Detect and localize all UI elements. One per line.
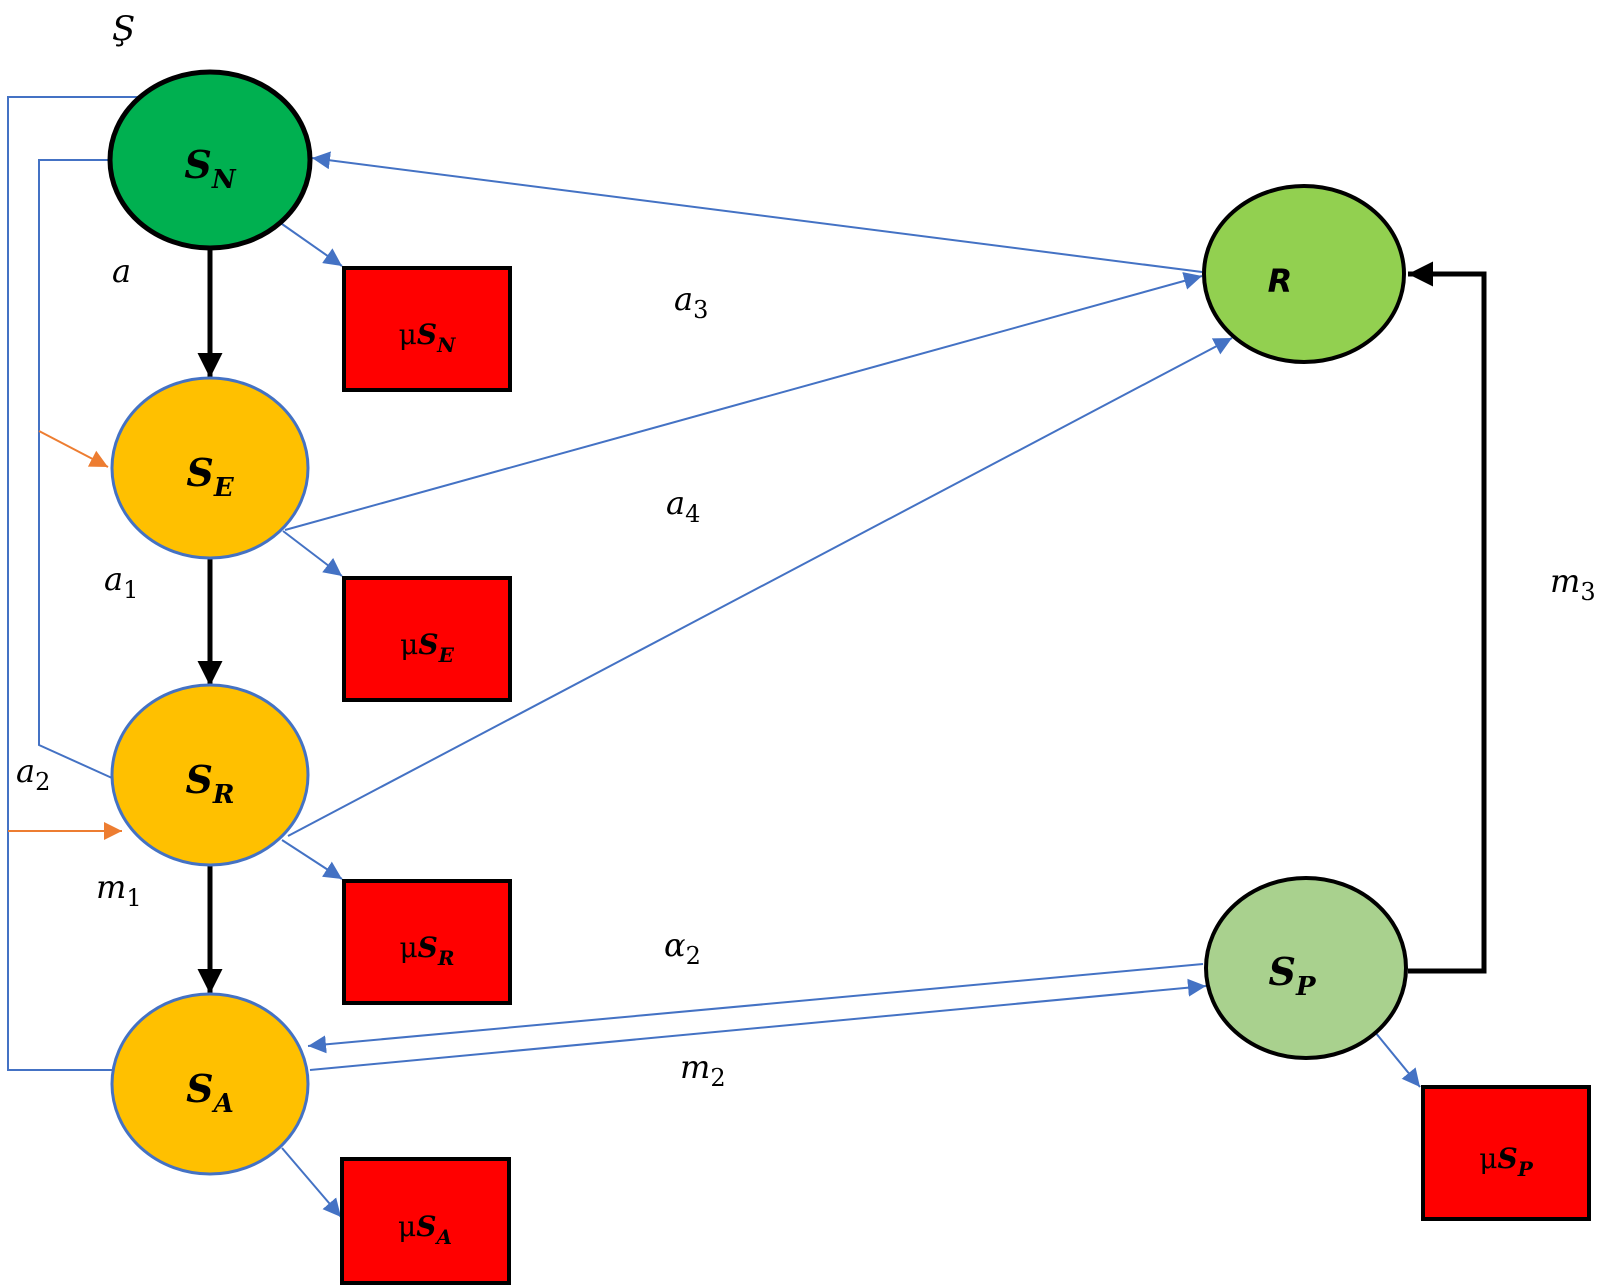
arrow-death-sp	[1374, 1031, 1421, 1088]
loop-outer-sn-sa	[7, 96, 140, 1071]
svg-text:μSA: μSA	[398, 1210, 452, 1249]
death-box-se-sub: E	[438, 643, 455, 667]
param-a4-main: a	[666, 484, 685, 522]
death-box-se: μSE	[342, 576, 512, 702]
param-alpha2-main: α	[664, 926, 686, 964]
svg-text:SE: SE	[186, 450, 234, 503]
param-a-main: a	[112, 252, 131, 290]
death-box-sr-prefix: μ	[399, 931, 417, 964]
death-box-sn: μSN	[342, 266, 512, 392]
node-se-main: S	[186, 450, 213, 495]
arrow-death-sa	[281, 1147, 342, 1218]
param-a3: a3	[674, 280, 708, 324]
arrow-sp-sa	[307, 963, 1204, 1054]
node-sa-main: S	[186, 1066, 213, 1111]
node-sr-main: S	[185, 757, 212, 802]
death-box-se-main: S	[418, 628, 438, 661]
death-box-sp-sub: P	[1517, 1157, 1534, 1181]
death-box-se-prefix: μ	[400, 628, 418, 661]
death-box-sa: μSA	[340, 1157, 511, 1285]
param-a1-sub: 1	[123, 576, 138, 604]
node-r: R	[1202, 184, 1406, 364]
arrow-death-sr	[281, 839, 343, 880]
death-box-sp-main: S	[1497, 1142, 1517, 1175]
param-a2-sub: 2	[35, 768, 50, 796]
node-sp: SP	[1204, 876, 1408, 1060]
node-sa: SA	[110, 992, 310, 1176]
node-sr-sub: R	[212, 780, 235, 810]
arrow-death-se	[282, 530, 343, 577]
node-sp-sub: P	[1295, 972, 1317, 1002]
node-sa-sub: A	[211, 1089, 234, 1119]
param-a2: a2	[16, 752, 50, 796]
node-sn-main: S	[184, 142, 211, 187]
death-box-sa-prefix: μ	[398, 1210, 416, 1243]
death-box-sr-main: S	[418, 931, 438, 964]
svg-text:SA: SA	[186, 1066, 234, 1119]
param-a4: a4	[666, 484, 700, 528]
arrow-sr-r	[287, 337, 1233, 837]
death-box-sp: μSP	[1421, 1085, 1591, 1221]
node-sn: SN	[107, 69, 313, 251]
param-m1-main: m	[96, 868, 126, 906]
param-m2-sub: 2	[710, 1064, 725, 1092]
param-m2: m2	[680, 1048, 726, 1092]
svg-text:μSE: μSE	[400, 628, 454, 667]
param-m3-sub: 3	[1580, 578, 1595, 606]
arrow-death-sn	[281, 223, 343, 267]
loop-inner-sn-sr	[38, 159, 113, 779]
death-box-sr-sub: R	[437, 946, 455, 970]
arrow-sp-r	[1408, 261, 1487, 974]
death-box-sr: μSR	[342, 879, 512, 1005]
svg-text:μSP: μSP	[1479, 1142, 1533, 1181]
param-a1: a1	[104, 560, 138, 604]
param-m3: m3	[1550, 562, 1596, 606]
param-a3-sub: 3	[693, 296, 708, 324]
param-m3-main: m	[1550, 562, 1580, 600]
svg-text:μSN: μSN	[399, 318, 456, 357]
svg-text:SP: SP	[1268, 949, 1316, 1002]
svg-text:SR: SR	[185, 757, 234, 810]
death-box-sp-prefix: μ	[1479, 1142, 1497, 1175]
arrow-se-r	[284, 272, 1203, 531]
arrow-r-sn	[311, 151, 1203, 273]
svg-text:μSR: μSR	[399, 931, 454, 970]
death-box-sa-sub: A	[434, 1225, 452, 1249]
inflow-arrow-se	[38, 430, 109, 468]
param-a: a	[112, 252, 131, 290]
death-box-sa-main: S	[416, 1210, 436, 1243]
param-m2-main: m	[680, 1048, 710, 1086]
node-sn-sub: N	[211, 165, 237, 195]
node-sp-main: S	[1268, 949, 1295, 994]
param-a2-main: a	[16, 752, 35, 790]
param-a4-sub: 4	[685, 500, 700, 528]
param-a1-main: a	[104, 560, 123, 598]
param-alpha2-sub: 2	[686, 942, 701, 970]
death-box-sn-prefix: μ	[399, 318, 417, 351]
node-se: SE	[110, 376, 310, 560]
arrow-sa-sp	[309, 978, 1207, 1071]
param-m1: m1	[96, 868, 142, 912]
title-glyph: Ş	[112, 9, 135, 49]
param-m1-sub: 1	[126, 884, 141, 912]
node-sr: SR	[110, 683, 310, 867]
death-box-sn-sub: N	[436, 333, 456, 357]
svg-text:SN: SN	[184, 142, 236, 195]
death-box-sn-main: S	[417, 318, 437, 351]
param-alpha2: α2	[664, 926, 701, 970]
param-a3-main: a	[674, 280, 693, 318]
node-r-label: R	[1268, 262, 1293, 300]
node-se-sub: E	[213, 473, 235, 503]
